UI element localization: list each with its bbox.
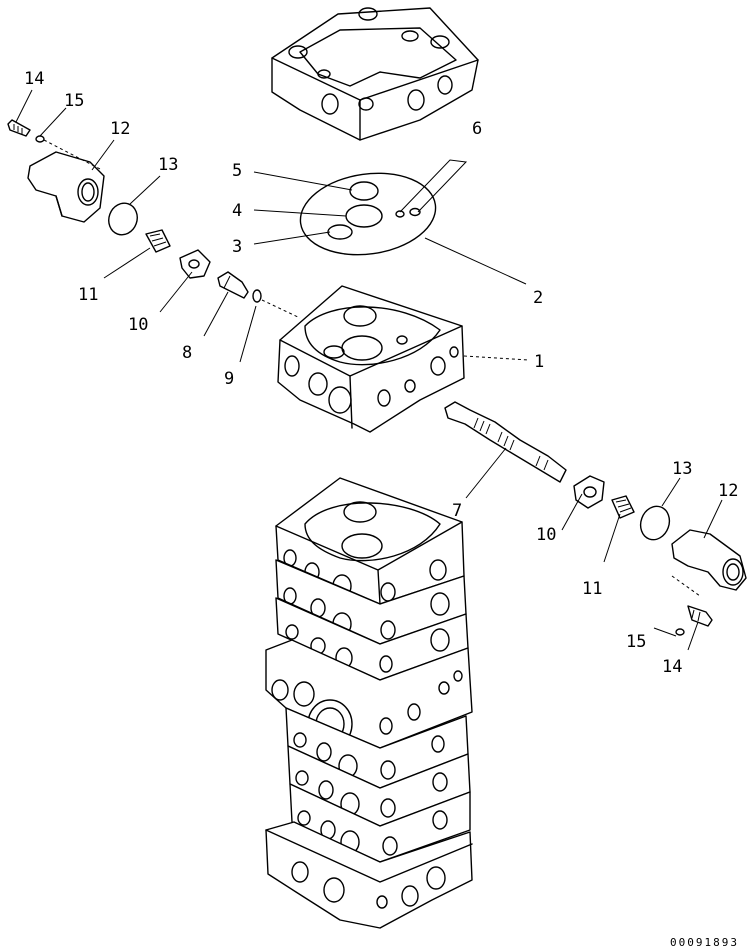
- callout-5: 5: [232, 161, 242, 181]
- spool: [444, 401, 567, 483]
- callout-9: 9: [224, 369, 234, 389]
- callout-labels: 1 2 3 4 5 6 7 8 9 10 11 12 13 14 15 10 1…: [24, 69, 738, 677]
- callout-12-right: 12: [718, 481, 738, 501]
- callout-2: 2: [533, 288, 543, 308]
- callout-3: 3: [232, 237, 242, 257]
- callout-8: 8: [182, 343, 192, 363]
- callout-7: 7: [452, 501, 462, 521]
- valve-section: [277, 285, 465, 433]
- left-parts: [7, 119, 301, 319]
- callout-14-left: 14: [24, 69, 44, 89]
- callout-14-right: 14: [662, 657, 682, 677]
- callout-4: 4: [232, 201, 242, 221]
- top-cover: [271, 7, 479, 141]
- callout-12-left: 12: [110, 119, 130, 139]
- callout-11-left: 11: [78, 285, 98, 305]
- callout-6: 6: [472, 119, 482, 139]
- valve-stack: [265, 477, 473, 929]
- callout-1: 1: [534, 352, 544, 372]
- callout-13-left: 13: [158, 155, 178, 175]
- drawing-code: 00091893: [670, 936, 739, 949]
- callout-15-left: 15: [64, 91, 84, 111]
- callout-11-right: 11: [582, 579, 602, 599]
- callout-10-right: 10: [536, 525, 556, 545]
- callout-10-left: 10: [128, 315, 148, 335]
- right-parts: [573, 475, 747, 636]
- leader-lines: [15, 89, 723, 651]
- callout-13-right: 13: [672, 459, 692, 479]
- callout-15-right: 15: [626, 632, 646, 652]
